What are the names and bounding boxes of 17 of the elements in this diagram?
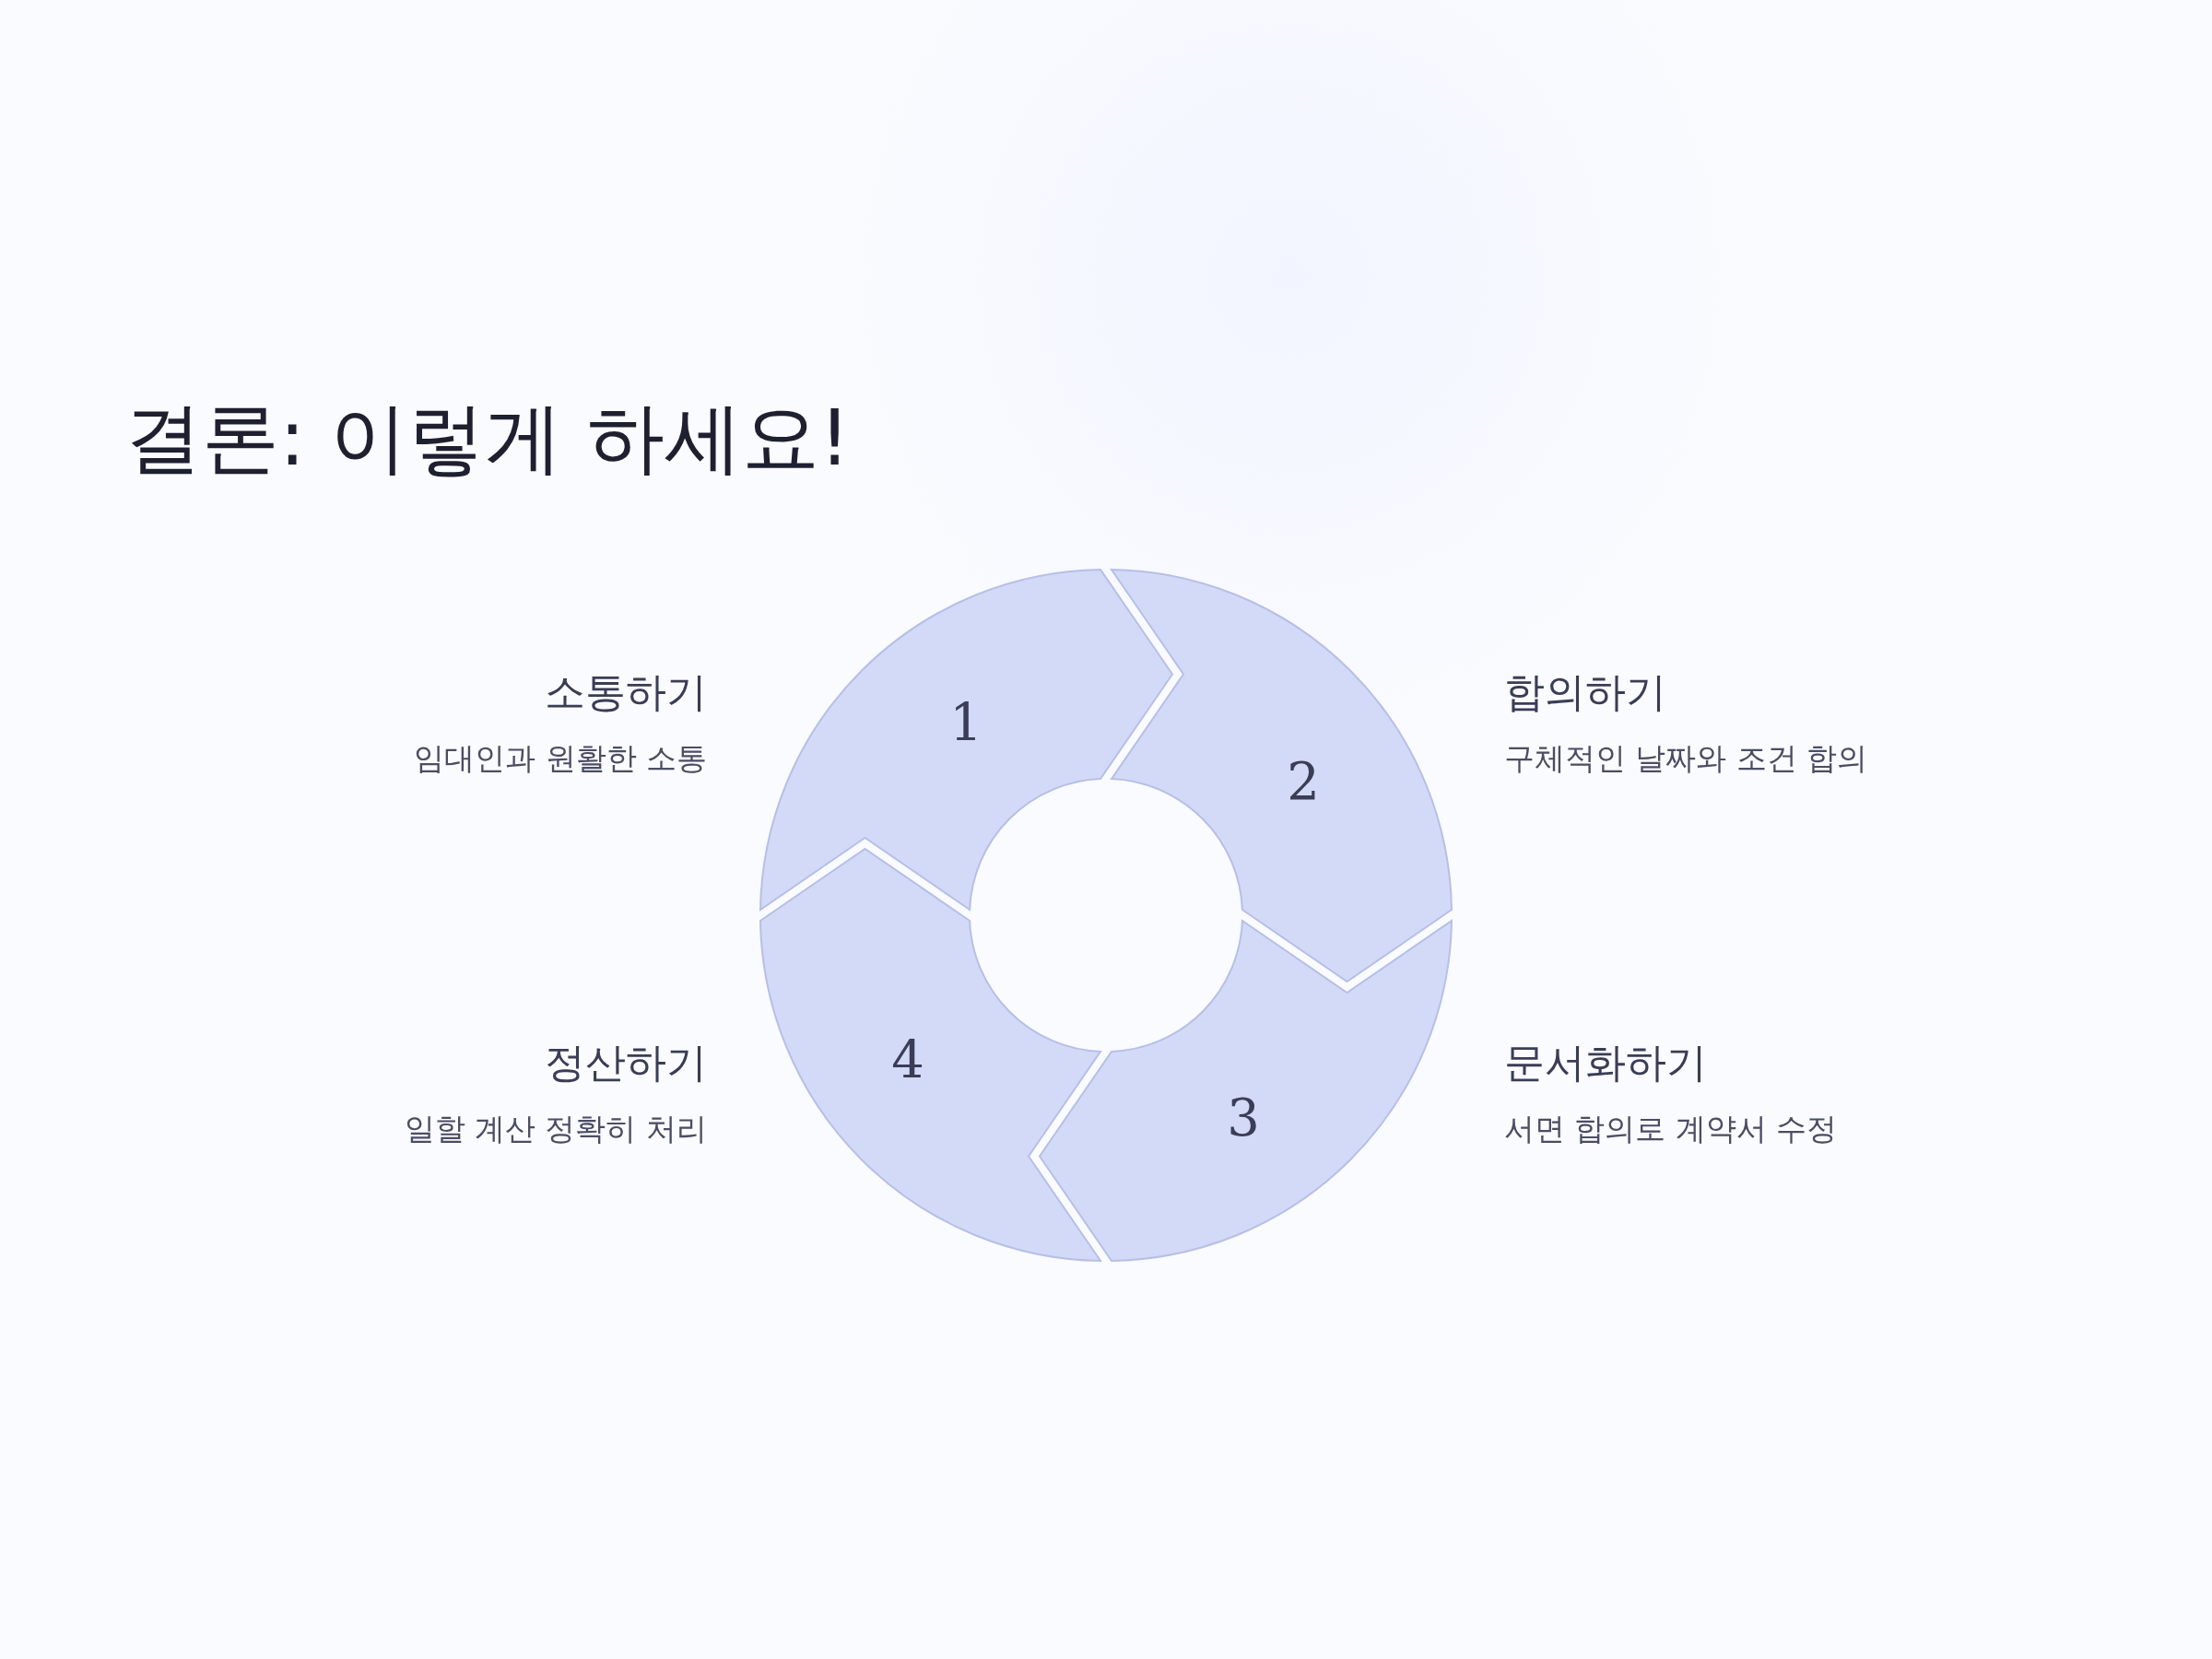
step-description: 임대인과 원활한 소통 xyxy=(414,740,707,777)
step-heading: 문서화하기 xyxy=(1504,1039,1707,1088)
step-heading: 소통하기 xyxy=(545,668,707,717)
step-heading: 정산하기 xyxy=(545,1039,707,1088)
ring-segment xyxy=(1039,919,1453,1262)
step-number: 1 xyxy=(949,697,982,748)
ring-segment xyxy=(1110,569,1453,982)
step-number: 2 xyxy=(1287,756,1320,807)
title: 결론: 이렇게 하세요! xyxy=(124,392,851,485)
step-description: 서면 합의로 계약서 수정 xyxy=(1504,1111,1838,1147)
ring-segment xyxy=(759,569,1173,912)
step-description: 구체적인 날짜와 조건 합의 xyxy=(1504,740,1868,777)
ring-segment xyxy=(759,848,1102,1262)
step-description: 일할 계산 정확히 처리 xyxy=(404,1111,707,1147)
step-number: 4 xyxy=(891,1034,924,1086)
step-heading: 합의하기 xyxy=(1504,668,1666,717)
step-number: 3 xyxy=(1227,1092,1260,1144)
